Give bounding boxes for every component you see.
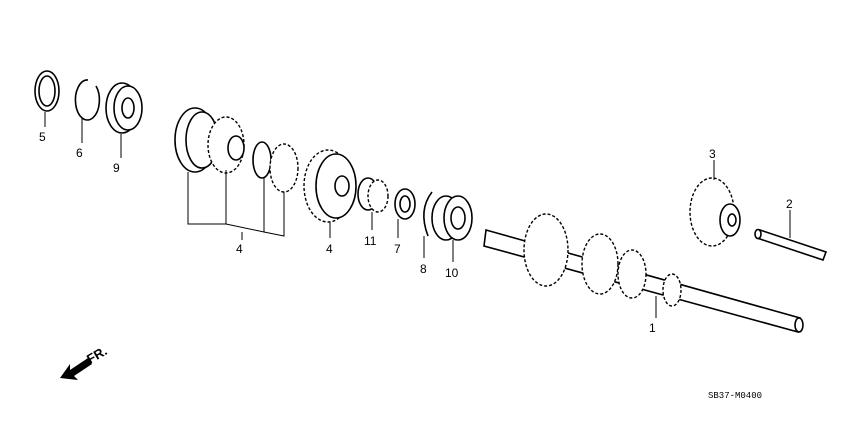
part-11-collar — [431, 195, 473, 241]
callout-4: 4 — [326, 242, 333, 256]
callout-12: 11 — [364, 234, 377, 248]
front-direction-arrow-icon — [60, 358, 92, 380]
part-2-shaft-pin — [754, 228, 828, 262]
callout-1: 1 — [649, 321, 656, 335]
part-10-ball-bearing — [105, 82, 143, 134]
part-8-washer — [394, 188, 416, 220]
callout-11: 10 — [445, 266, 459, 280]
part-12-needle-bearing — [357, 177, 389, 213]
part-9-spring-clip — [423, 191, 433, 237]
part-4-gear — [303, 149, 357, 223]
part-6-snap-ring — [34, 70, 60, 112]
part-5-synchro-assembly — [174, 107, 299, 193]
callout-7: 6 — [76, 146, 83, 160]
part-3-reverse-idler-gear — [689, 177, 741, 247]
part-7-circlip — [74, 79, 101, 121]
callout-8: 7 — [394, 242, 401, 256]
callout-3: 3 — [709, 147, 716, 161]
diagram-code: SB37-M0400 — [708, 391, 762, 401]
leader-lines — [44, 112, 791, 318]
callout-5: 4 — [236, 242, 243, 256]
part-1-mainshaft — [483, 213, 804, 334]
callout-2: 2 — [786, 197, 793, 211]
callout-9: 8 — [420, 262, 427, 276]
callout-6: 5 — [39, 130, 46, 144]
callout-10: 9 — [113, 161, 120, 175]
